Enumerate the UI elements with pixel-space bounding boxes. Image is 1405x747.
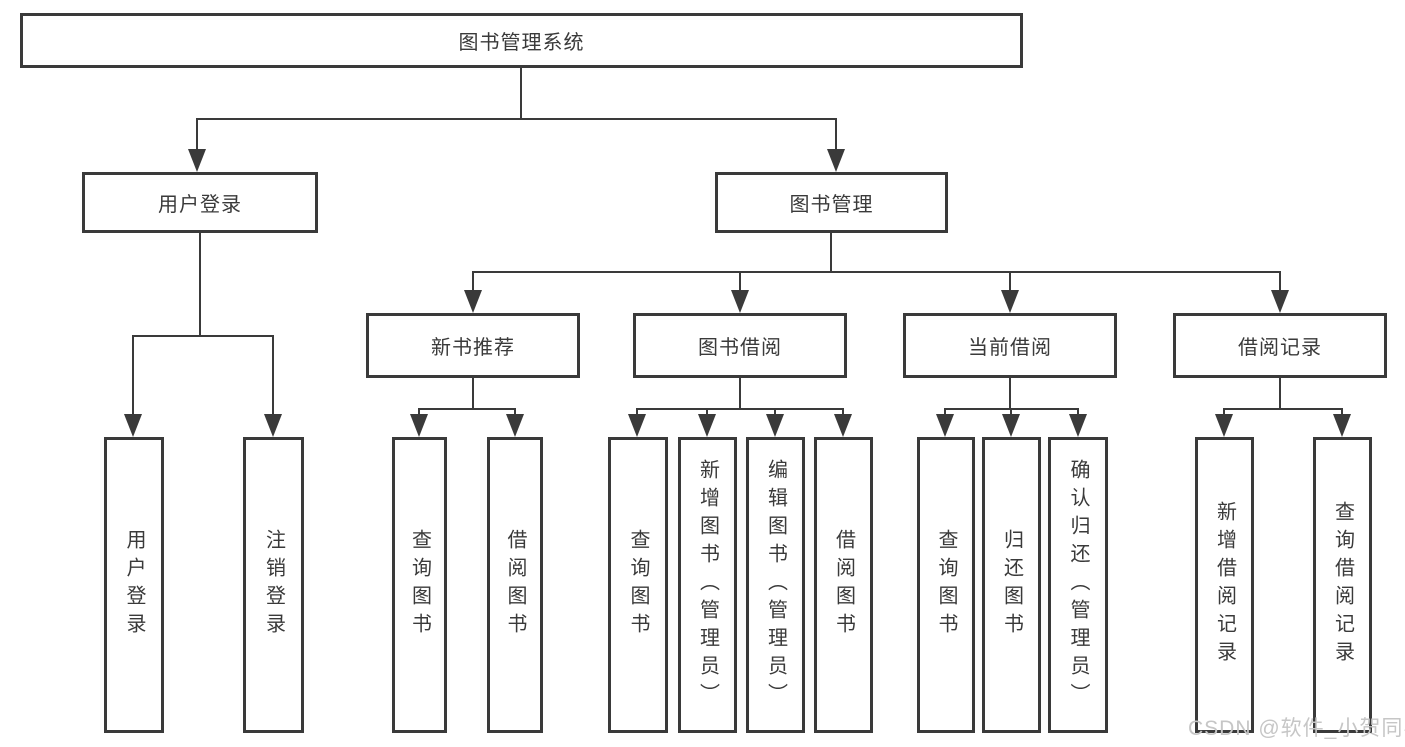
arrowhead-down-icon bbox=[628, 414, 646, 437]
leaf-query-borrow-record: 查询借阅记录 bbox=[1313, 437, 1372, 733]
connector-line-v bbox=[636, 408, 638, 418]
connector-line-v bbox=[774, 408, 776, 418]
connector-line-v bbox=[132, 335, 134, 416]
leaf-query-books-recommend: 查询图书 bbox=[392, 437, 447, 733]
leaf-add-books-admin: 新增图书（管理员） bbox=[678, 437, 737, 733]
leaf-confirm-return-admin: 确认归还（管理员） bbox=[1048, 437, 1108, 733]
connector-line-v bbox=[944, 408, 946, 418]
arrowhead-down-icon bbox=[506, 414, 524, 437]
node-new-book-recommend: 新书推荐 bbox=[366, 313, 580, 378]
connector-line-h bbox=[196, 118, 837, 120]
connector-line-v bbox=[418, 408, 420, 418]
arrowhead-down-icon bbox=[834, 414, 852, 437]
connector-line-v bbox=[739, 378, 741, 408]
arrowhead-down-icon bbox=[1215, 414, 1233, 437]
arrowhead-down-icon bbox=[264, 414, 282, 437]
node-book-borrow: 图书借阅 bbox=[633, 313, 847, 378]
connector-line-v bbox=[1077, 408, 1079, 418]
arrowhead-down-icon bbox=[464, 290, 482, 313]
connector-line-v bbox=[1009, 271, 1011, 293]
connector-line-v bbox=[1279, 378, 1281, 408]
connector-line-v bbox=[842, 408, 844, 418]
connector-line-v bbox=[830, 233, 832, 271]
leaf-borrow-books-recommend: 借阅图书 bbox=[487, 437, 543, 733]
connector-line-h bbox=[1223, 408, 1343, 410]
connector-line-v bbox=[472, 378, 474, 408]
connector-line-v bbox=[1010, 408, 1012, 418]
node-current-borrow: 当前借阅 bbox=[903, 313, 1117, 378]
leaf-user-login: 用户登录 bbox=[104, 437, 164, 733]
node-book-management: 图书管理 bbox=[715, 172, 948, 233]
node-borrow-records: 借阅记录 bbox=[1173, 313, 1387, 378]
node-library-management-system: 图书管理系统 bbox=[20, 13, 1023, 68]
connector-line-v bbox=[199, 233, 201, 335]
connector-line-v bbox=[739, 271, 741, 293]
arrowhead-down-icon bbox=[124, 414, 142, 437]
connector-line-h bbox=[636, 408, 844, 410]
connector-line-v bbox=[1009, 378, 1011, 408]
arrowhead-down-icon bbox=[827, 149, 845, 172]
connector-line-h bbox=[472, 271, 1280, 273]
leaf-edit-books-admin: 编辑图书（管理员） bbox=[746, 437, 805, 733]
arrowhead-down-icon bbox=[1333, 414, 1351, 437]
connector-line-h bbox=[132, 335, 274, 337]
leaf-borrow-books: 借阅图书 bbox=[814, 437, 873, 733]
arrowhead-down-icon bbox=[1001, 290, 1019, 313]
connector-line-v bbox=[1279, 271, 1281, 293]
connector-line-v bbox=[272, 335, 274, 416]
arrowhead-down-icon bbox=[936, 414, 954, 437]
connector-line-v bbox=[1223, 408, 1225, 418]
arrowhead-down-icon bbox=[410, 414, 428, 437]
connector-line-v bbox=[514, 408, 516, 418]
arrowhead-down-icon bbox=[731, 290, 749, 313]
connector-line-h bbox=[418, 408, 516, 410]
leaf-add-borrow-record: 新增借阅记录 bbox=[1195, 437, 1254, 733]
csdn-watermark: CSDN @软件_小贺同学 bbox=[1188, 717, 1405, 740]
connector-line-v bbox=[520, 68, 522, 118]
leaf-query-books-current: 查询图书 bbox=[917, 437, 975, 733]
arrowhead-down-icon bbox=[766, 414, 784, 437]
arrowhead-down-icon bbox=[1002, 414, 1020, 437]
arrowhead-down-icon bbox=[1069, 414, 1087, 437]
leaf-return-books: 归还图书 bbox=[982, 437, 1041, 733]
connector-line-v bbox=[472, 271, 474, 293]
connector-line-v bbox=[706, 408, 708, 418]
connector-line-v bbox=[196, 118, 198, 152]
leaf-query-books-borrow: 查询图书 bbox=[608, 437, 668, 733]
arrowhead-down-icon bbox=[188, 149, 206, 172]
arrowhead-down-icon bbox=[1271, 290, 1289, 313]
arrowhead-down-icon bbox=[698, 414, 716, 437]
node-user-login: 用户登录 bbox=[82, 172, 318, 233]
connector-line-v bbox=[1341, 408, 1343, 418]
connector-line-v bbox=[835, 118, 837, 152]
leaf-logout: 注销登录 bbox=[243, 437, 304, 733]
